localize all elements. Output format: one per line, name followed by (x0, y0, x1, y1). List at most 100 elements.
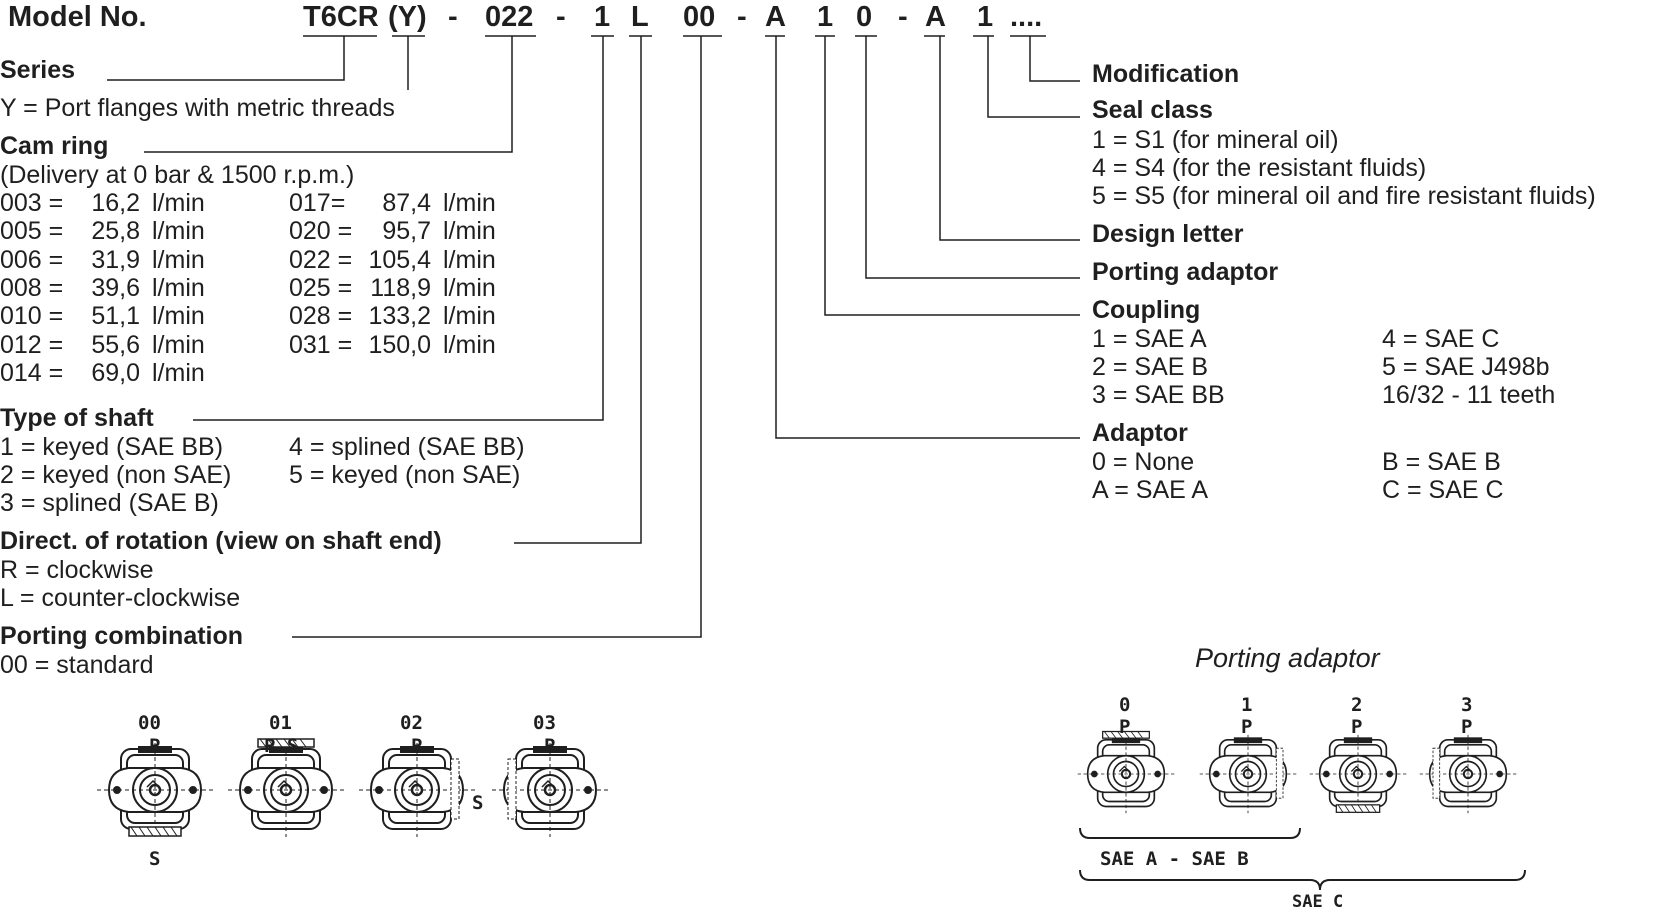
cam-value: 69,0 (91, 358, 140, 387)
pump-drawing-02 (357, 735, 477, 850)
adaptor-figure-port-label: P (1241, 716, 1253, 738)
cam-ring-subtitle: (Delivery at 0 bar & 1500 r.p.m.) (0, 161, 355, 189)
cam-code: 025 = (289, 273, 353, 302)
cam-value: 87,4 (382, 189, 431, 217)
cam-code: 005 = (0, 217, 64, 246)
code-y: (Y) (388, 1, 427, 33)
pump-drawing-01 (226, 735, 346, 850)
pump-drawing-00 (95, 735, 215, 850)
coupling-item: 16/32 - 11 teeth (1382, 381, 1556, 409)
porting-figure-top-label: P (411, 735, 423, 757)
cam-unit: l/min (443, 245, 496, 274)
adaptor-figure-code-label: 2 (1351, 694, 1363, 716)
cam-code: 010 = (0, 302, 64, 331)
porting-figure-code-label: 03 (533, 712, 556, 734)
adaptor-item: B = SAE B (1382, 448, 1501, 476)
code-dash: - (556, 1, 566, 33)
cam-code: 008 = (0, 273, 64, 302)
adaptor-title: Adaptor (1092, 419, 1188, 447)
adaptor-figure-code-label: 1 (1241, 694, 1253, 716)
cam-code: 014 = (0, 358, 64, 387)
rotation-item: R = clockwise (0, 556, 154, 584)
cam-value: 95,7 (382, 217, 431, 246)
code-series: T6CR (303, 1, 379, 33)
cam-unit: l/min (152, 358, 205, 387)
cam-code: 020 = (289, 217, 353, 246)
adaptor-figure-code-label: 3 (1461, 694, 1473, 716)
adaptor-figure-port-label: P (1351, 716, 1363, 738)
porting-adaptor-title: Porting adaptor (1092, 258, 1279, 286)
cam-value: 25,8 (91, 217, 140, 246)
porting-figure-top-label: P (149, 735, 161, 757)
cam-value: 51,1 (91, 302, 140, 331)
bracket-label-sae-ab: SAE A - SAE B (1100, 848, 1249, 870)
seal-title: Seal class (1092, 96, 1213, 124)
porting-figure-bottom-label: S (149, 848, 161, 870)
adaptor-drawing-1 (1198, 728, 1298, 825)
adaptor-drawing-3 (1418, 728, 1518, 825)
code-cam: 022 (485, 1, 534, 33)
cam-unit: l/min (443, 189, 496, 217)
cam-value: 105,4 (368, 245, 431, 274)
cam-code: 028 = (289, 302, 353, 331)
cam-unit: l/min (152, 273, 205, 302)
cam-unit: l/min (152, 189, 205, 217)
porting-figure-code-label: 02 (400, 712, 423, 734)
cam-code: 022 = (289, 245, 353, 274)
seal-item: 5 = S5 (for mineral oil and fire resista… (1092, 182, 1596, 210)
adaptor-item: C = SAE C (1382, 476, 1504, 504)
cam-unit: l/min (443, 217, 496, 246)
code-dash: - (898, 1, 908, 33)
adaptor-figure-port-label: P (1119, 716, 1131, 738)
cam-value: 55,6 (91, 330, 140, 359)
code-design: A (925, 1, 946, 33)
pump-drawing-03 (490, 735, 610, 850)
cam-value: 150,0 (368, 330, 431, 359)
shaft-item: 1 = keyed (SAE BB) (0, 433, 224, 461)
shaft-item: 4 = splined (SAE BB) (289, 433, 525, 461)
code-adaptor: A (765, 1, 786, 33)
series-line: Y = Port flanges with metric threads (0, 94, 395, 122)
code-porting: 00 (683, 1, 716, 33)
adaptor-item: A = SAE A (1092, 476, 1209, 504)
porting-figure-side-label: S (472, 792, 484, 814)
porting-figure-top-label: P (544, 735, 556, 757)
rotation-item: L = counter-clockwise (0, 584, 241, 612)
cam-value: 133,2 (368, 302, 431, 331)
adaptor-drawing-2 (1308, 728, 1408, 825)
coupling-item: 2 = SAE B (1092, 353, 1209, 381)
coupling-item: 1 = SAE A (1092, 325, 1207, 353)
adaptor-item: 0 = None (1092, 448, 1195, 476)
shaft-item: 2 = keyed (non SAE) (0, 461, 232, 489)
code-dash: - (448, 1, 458, 33)
cam-value: 118,9 (370, 273, 431, 302)
code-seal: 1 (977, 1, 994, 33)
cam-unit: l/min (443, 302, 496, 331)
porting-figure-code-label: 00 (138, 712, 161, 734)
model-no-label: Model No. (8, 1, 147, 33)
cam-unit: l/min (152, 330, 205, 359)
cam-unit: l/min (152, 245, 205, 274)
adaptor-figure-port-label: P (1461, 716, 1473, 738)
porting-figure-code-label: 01 (269, 712, 292, 734)
seal-item: 4 = S4 (for the resistant fluids) (1092, 154, 1427, 182)
cam-unit: l/min (443, 273, 496, 302)
code-porting-adaptor: 0 (856, 1, 873, 33)
cam-code: 006 = (0, 245, 64, 274)
seal-item: 1 = S1 (for mineral oil) (1092, 126, 1339, 154)
cam-unit: l/min (152, 302, 205, 331)
adaptor-figure-code-label: 0 (1119, 694, 1131, 716)
shaft-title: Type of shaft (0, 404, 154, 432)
series-title: Series (0, 56, 76, 84)
modification-title: Modification (1092, 60, 1240, 88)
code-coupling: 1 (817, 1, 834, 33)
code-shaft: 1 (594, 1, 611, 33)
code-modification: .... (1010, 1, 1043, 33)
cam-code: 017= (289, 189, 346, 217)
cam-value: 31,9 (91, 245, 140, 274)
bracket-label-sae-c: SAE C (1292, 892, 1344, 912)
coupling-item: 3 = SAE BB (1092, 381, 1225, 409)
coupling-title: Coupling (1092, 296, 1201, 324)
design-title: Design letter (1092, 220, 1244, 248)
